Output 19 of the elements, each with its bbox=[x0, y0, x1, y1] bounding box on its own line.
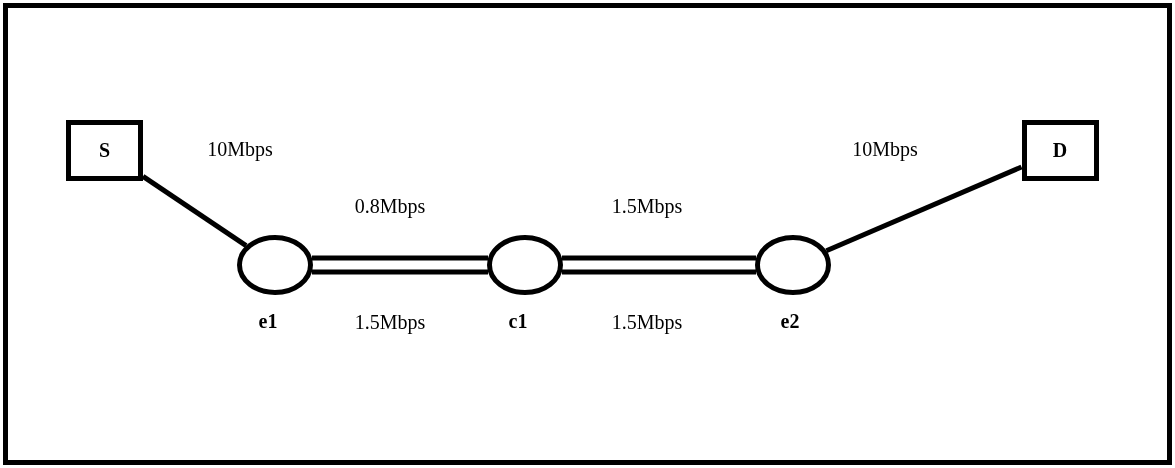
bandwidth-label: 10Mbps bbox=[852, 138, 918, 161]
link-line bbox=[311, 269, 489, 275]
link-line bbox=[311, 255, 489, 261]
bandwidth-label: 1.5Mbps bbox=[611, 195, 683, 218]
bandwidth-label: 1.5Mbps bbox=[354, 311, 426, 334]
link-line bbox=[825, 164, 1023, 253]
host-label: D bbox=[1052, 139, 1068, 162]
link-line bbox=[561, 269, 757, 275]
bandwidth-label: 10Mbps bbox=[207, 138, 273, 161]
host-box bbox=[1021, 120, 1099, 181]
link-line bbox=[141, 174, 248, 248]
node-label: e2 bbox=[780, 310, 800, 333]
host-label: S bbox=[98, 139, 111, 162]
bandwidth-label: 0.8Mbps bbox=[354, 195, 426, 218]
node-label: c1 bbox=[508, 310, 528, 333]
link-line bbox=[561, 255, 757, 261]
host-box bbox=[66, 120, 143, 181]
node-label: e1 bbox=[258, 310, 278, 333]
bandwidth-label: 1.5Mbps bbox=[611, 311, 683, 334]
